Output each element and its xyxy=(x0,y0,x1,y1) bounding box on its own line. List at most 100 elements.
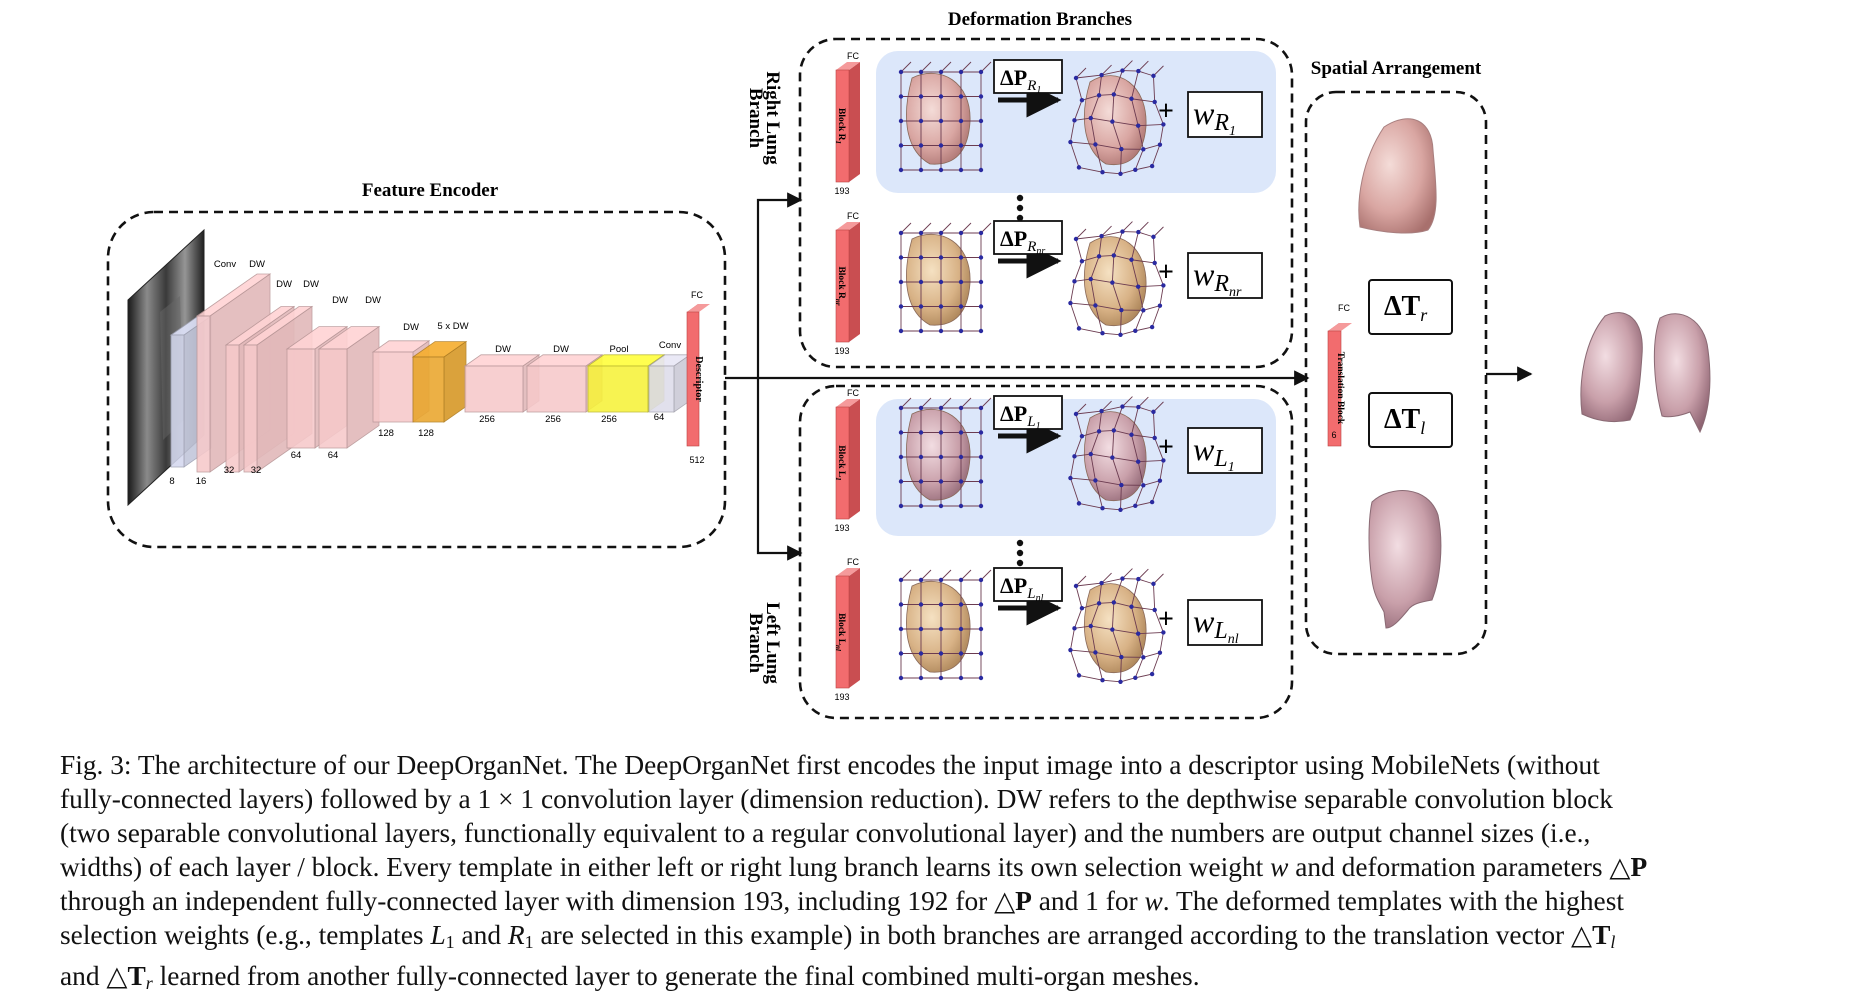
branch-block-label: Block Rnr xyxy=(834,266,846,305)
deformed-template xyxy=(1068,60,1166,177)
encoder-layer-tag: Conv xyxy=(659,340,681,351)
deformed-template xyxy=(1068,568,1166,685)
caption-segment: 1 × 1 xyxy=(477,784,535,814)
highlight-panel-l1 xyxy=(876,399,1276,536)
weight-label: wRnr xyxy=(1193,256,1242,300)
branch-block-label: Block L1 xyxy=(834,445,846,480)
weight-label: wR1 xyxy=(1193,95,1236,139)
caption-line: and △Tr learned from another fully-conne… xyxy=(60,959,1805,1000)
descriptor-size: 512 xyxy=(689,455,704,465)
branch-fc-tag: FC xyxy=(847,51,859,61)
caption-segment: widths) of each layer / block. Every tem… xyxy=(60,852,1271,882)
caption-segment: l xyxy=(1610,932,1616,952)
encoder-channel-size: 16 xyxy=(196,476,207,487)
caption-segment: convolution layer (dimension reduction).… xyxy=(534,784,1613,814)
encoder-block xyxy=(317,325,381,449)
encoder-channel-size: 64 xyxy=(291,450,302,461)
encoder-layer-tag: Conv xyxy=(214,259,236,270)
delta-t-r-box xyxy=(1368,279,1453,335)
plus-sign: + xyxy=(1158,604,1174,635)
caption-segment: and 1 for xyxy=(1031,886,1145,916)
right-branch-box xyxy=(798,37,1294,369)
caption-line: selection weights (e.g., templates L1 an… xyxy=(60,918,1805,959)
caption-segment: △T xyxy=(106,961,146,991)
encoder-channel-size: 256 xyxy=(545,414,561,425)
branch-block-label: Block R1 xyxy=(834,108,846,144)
feature-encoder-box xyxy=(106,210,727,549)
encoder-block xyxy=(411,340,468,423)
caption-line: (two separable convolutional layers, fun… xyxy=(60,816,1805,850)
encoder-channel-size: 256 xyxy=(479,414,495,425)
caption-segment: 1 xyxy=(445,932,455,952)
caption-segment: Fig. 3: The architecture of our DeepOrga… xyxy=(60,750,1600,780)
deformation-branches-title: Deformation Branches xyxy=(948,9,1132,30)
encoder-channel-size: 32 xyxy=(251,465,262,476)
caption-segment: and xyxy=(60,961,107,991)
caption-line: Fig. 3: The architecture of our DeepOrga… xyxy=(60,748,1805,782)
encoder-channel-size: 128 xyxy=(378,428,394,439)
figure-caption: Fig. 3: The architecture of our DeepOrga… xyxy=(60,748,1805,1000)
branch-fc-tag: FC xyxy=(847,388,859,398)
caption-segment: 1 xyxy=(524,932,534,952)
left-branch-label-line1: Left Lung xyxy=(762,602,783,684)
delta-p-box xyxy=(993,395,1063,430)
branch-row: FC Block R1 193 ΔPR1 + wR1 xyxy=(834,51,1263,196)
delta-p-label: ΔPRnr xyxy=(1000,226,1045,257)
encoder-layer-tag: DW xyxy=(276,279,292,290)
caption-segment: fully-connected layers) followed by a xyxy=(60,784,478,814)
delta-p-label: ΔPR1 xyxy=(1000,65,1041,96)
weight-box xyxy=(1187,427,1263,474)
delta-p-box xyxy=(993,59,1063,94)
encoder-layer-tag: 5 x DW xyxy=(437,321,468,332)
encoder-channel-size: 128 xyxy=(418,428,434,439)
left-lung-mesh xyxy=(1368,490,1442,629)
caption-segment: learned from another fully-connected lay… xyxy=(152,961,1200,991)
caption-segment: △P xyxy=(1609,852,1648,882)
caption-line: through an independent fully-connected l… xyxy=(60,884,1805,918)
weight-box xyxy=(1187,599,1263,646)
spatial-arrangement-title: Spatial Arrangement xyxy=(1311,58,1482,79)
branch-fc-tag: FC xyxy=(847,211,859,221)
caption-line: widths) of each layer / block. Every tem… xyxy=(60,850,1805,884)
template-lattice xyxy=(898,569,992,681)
left-branch-box xyxy=(798,384,1294,720)
right-branch-label-line2: Branch xyxy=(745,88,766,149)
caption-segment: R xyxy=(507,920,525,950)
encoder-layer-tag: Pool xyxy=(609,344,628,355)
caption-segment: w xyxy=(1144,886,1163,916)
branch-block-size: 193 xyxy=(834,692,849,702)
descriptor-block: FC Descriptor 512 xyxy=(686,290,710,465)
delta-p-label: ΔPL1 xyxy=(1000,401,1041,432)
branch-block-size: 193 xyxy=(834,186,849,196)
spatial-arrangement-box xyxy=(1304,90,1488,656)
delta-p-box xyxy=(993,567,1063,602)
delta-p-box xyxy=(993,220,1063,255)
vertical-ellipsis-right xyxy=(1016,194,1024,222)
template-lattice xyxy=(898,222,992,334)
template-lattice xyxy=(898,397,992,509)
caption-segment: L xyxy=(430,920,446,950)
encoder-blocks xyxy=(169,273,692,473)
encoder-layer-tag: DW xyxy=(365,295,381,306)
caption-segment: w xyxy=(1270,852,1289,882)
descriptor-tag: FC xyxy=(691,290,703,300)
highlight-panel-r1 xyxy=(876,51,1276,193)
branch-block-label: Block Lnl xyxy=(834,613,846,651)
encoder-channel-size: 64 xyxy=(328,450,339,461)
weight-label: wLnl xyxy=(1193,603,1239,647)
caption-segment: through an independent fully-connected l… xyxy=(60,886,995,916)
right-lung-mesh xyxy=(1358,118,1437,234)
caption-segment: and deformation parameters xyxy=(1288,852,1610,882)
weight-label: wL1 xyxy=(1193,431,1235,475)
weight-box xyxy=(1187,91,1263,138)
delta-p-label: ΔPLnl xyxy=(1000,573,1044,604)
plus-sign: + xyxy=(1158,96,1174,127)
delta-t-l-label: ΔTl xyxy=(1384,404,1425,438)
descriptor-label: Descriptor xyxy=(693,356,704,402)
